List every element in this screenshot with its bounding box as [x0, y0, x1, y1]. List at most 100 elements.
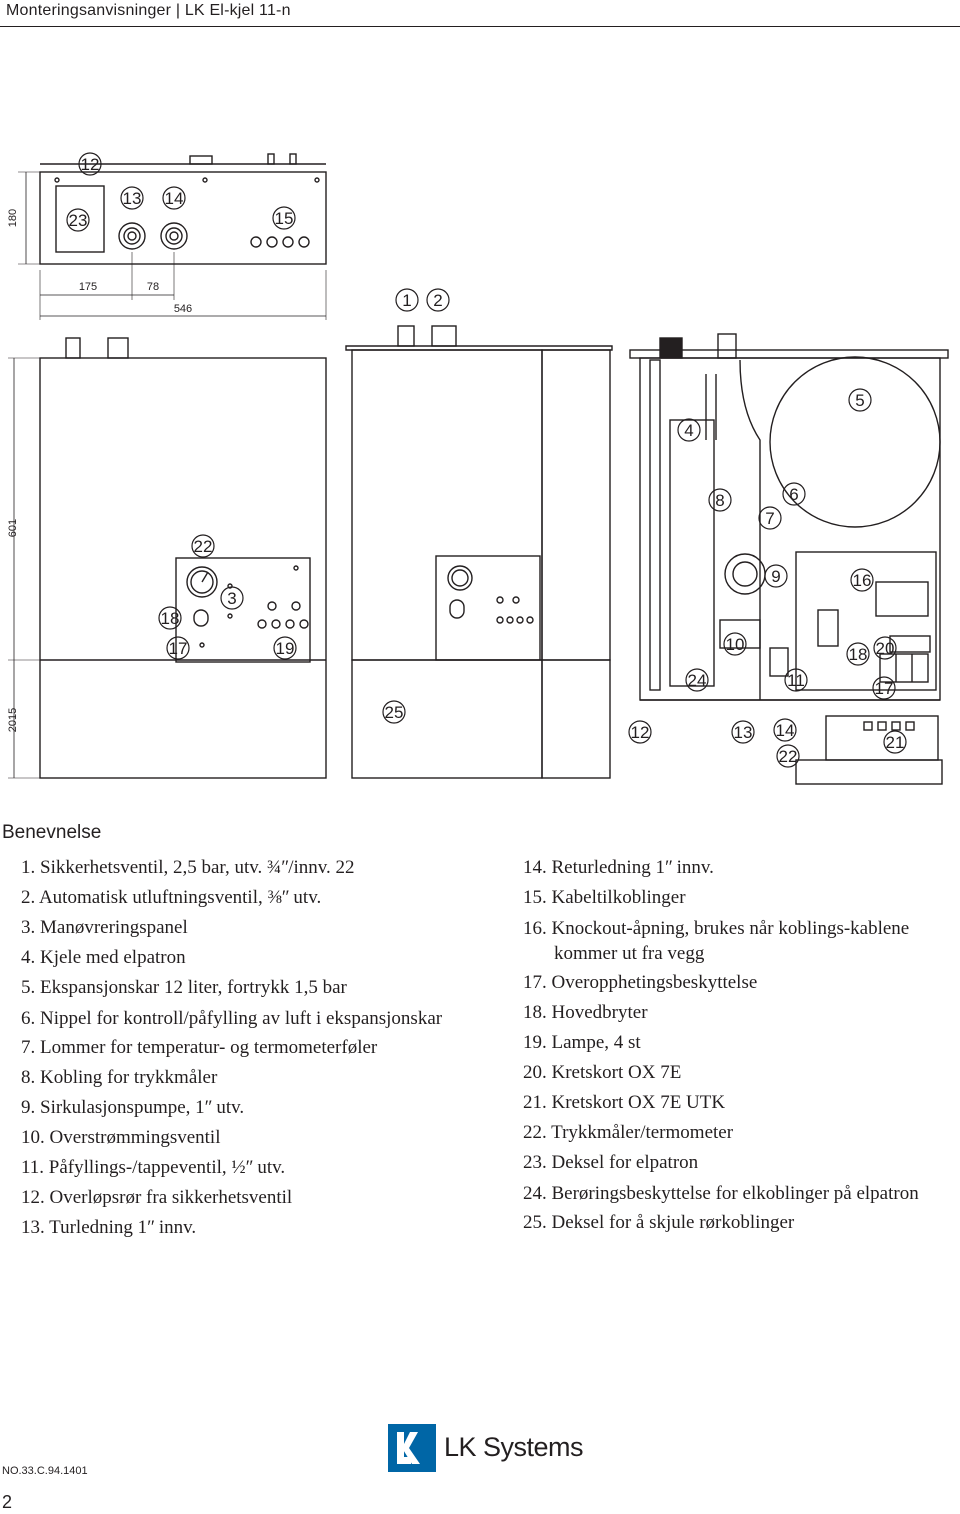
dim-offset-b: 78	[147, 281, 159, 293]
open-interior-view	[629, 333, 949, 785]
side-view	[345, 325, 613, 779]
legend-item: 6. Nippel for kontroll/påfylling av luft…	[21, 1008, 443, 1029]
header-rule	[0, 26, 960, 27]
page-header: Monteringsanvisninger | LK El-kjel 11-n	[0, 0, 960, 28]
callout-1: 1	[395, 288, 419, 312]
dim-total-height: 2015	[7, 708, 19, 732]
svg-text:12: 12	[81, 155, 100, 174]
callout-18-open: 18	[846, 642, 870, 666]
svg-text:17: 17	[875, 679, 894, 698]
dim-offset-a: 175	[79, 281, 97, 293]
callout-12-open: 12	[628, 720, 652, 744]
svg-text:21: 21	[886, 733, 905, 752]
svg-text:5: 5	[855, 391, 864, 410]
legend-item: 10. Overstrømmingsventil	[21, 1127, 221, 1148]
callout-20: 20	[873, 636, 897, 660]
svg-text:18: 18	[849, 645, 868, 664]
dim-width: 546	[174, 303, 192, 315]
callout-13-top: 13	[120, 186, 144, 210]
svg-text:22: 22	[779, 747, 798, 766]
brand-name: LK Systems	[444, 1432, 584, 1462]
legend-item: 9. Sirkulasjonspumpe, 1ʺ utv.	[21, 1097, 245, 1118]
callout-3: 3	[220, 586, 244, 610]
legend-item: 7. Lommer for temperatur- og termometerf…	[21, 1037, 378, 1058]
lk-logo-icon	[388, 1424, 436, 1472]
svg-text:13: 13	[123, 189, 142, 208]
svg-text:11: 11	[787, 671, 805, 690]
legend-item: 18. Hovedbryter	[523, 1002, 648, 1023]
svg-text:25: 25	[385, 703, 404, 722]
legend-item: 15. Kabeltilkoblinger	[523, 887, 686, 908]
legend-item: 11. Påfyllings-/tappeventil, ½ʺ utv.	[21, 1157, 286, 1178]
top-view	[18, 153, 327, 320]
callout-12-top: 12	[78, 152, 102, 176]
legend-item: 2. Automatisk utluftningsventil, ⅜ʺ utv.	[21, 887, 322, 908]
svg-text:24: 24	[688, 671, 707, 690]
callout-16: 16	[850, 568, 874, 592]
svg-text:4: 4	[684, 421, 693, 440]
callout-9: 9	[764, 564, 788, 588]
callout-19: 19	[273, 636, 297, 660]
svg-text:14: 14	[165, 189, 184, 208]
svg-text:12: 12	[631, 723, 650, 742]
legend-item: 23. Deksel for elpatron	[523, 1152, 699, 1173]
svg-text:8: 8	[715, 491, 724, 510]
svg-text:3: 3	[227, 589, 236, 608]
callout-17-front: 17	[166, 636, 190, 660]
front-view	[8, 337, 327, 779]
callout-4: 4	[677, 418, 701, 442]
svg-text:15: 15	[275, 209, 294, 228]
svg-text:20: 20	[876, 639, 895, 658]
callout-18-front: 18	[158, 606, 182, 630]
boiler-technical-drawing: 12 23 13 14 15 22 3 18 17 19 1 2 25 5 4 …	[7, 152, 949, 785]
callout-14-top: 14	[162, 186, 186, 210]
svg-text:23: 23	[69, 211, 88, 230]
callout-17-open: 17	[872, 676, 896, 700]
callout-2: 2	[426, 288, 450, 312]
legend-list-left: 1. Sikkerhetsventil, 2,5 bar, utv. ¾ʺ/in…	[10, 853, 490, 1243]
svg-text:13: 13	[734, 723, 753, 742]
legend-item: 20. Kretskort OX 7E	[523, 1062, 682, 1083]
callout-21: 21	[883, 730, 907, 754]
callout-24: 24	[685, 668, 709, 692]
callout-25: 25	[382, 700, 406, 724]
legend-item: 5. Ekspansjonskar 12 liter, fortrykk 1,5…	[21, 977, 347, 998]
legend-item: 4. Kjele med elpatron	[21, 947, 186, 968]
legend-item: 24. Berøringsbeskyttelse for elkoblinger…	[523, 1183, 919, 1204]
legend-item: 19. Lampe, 4 st	[523, 1032, 641, 1053]
legend-list-right: 14. Returledning 1ʺ innv. 15. Kabeltilko…	[512, 853, 952, 1238]
svg-text:1: 1	[402, 291, 411, 310]
callout-5: 5	[848, 388, 872, 412]
callout-22-front: 22	[191, 534, 215, 558]
svg-text:9: 9	[771, 567, 780, 586]
dimension-labels: 180 601 2015 175 78 546	[7, 209, 192, 732]
svg-text:17: 17	[169, 639, 188, 658]
callout-7: 7	[758, 506, 782, 530]
legend-item: 1. Sikkerhetsventil, 2,5 bar, utv. ¾ʺ/in…	[21, 857, 355, 878]
svg-text:22: 22	[194, 537, 213, 556]
legend-item: 3. Manøvreringspanel	[21, 917, 188, 938]
callouts: 12 23 13 14 15 22 3 18 17 19 1 2 25 5 4 …	[66, 152, 907, 768]
legend-item: 17. Overopphetingsbeskyttelse	[523, 972, 758, 993]
dim-depth: 180	[7, 209, 19, 227]
callout-6: 6	[782, 482, 806, 506]
legend-item: 22. Trykkmåler/termometer	[523, 1122, 734, 1143]
svg-text:18: 18	[161, 609, 180, 628]
legend-item: 16. Knockout-åpning, brukes når koblings…	[523, 918, 910, 964]
callout-15: 15	[272, 206, 296, 230]
legend-item: 14. Returledning 1ʺ innv.	[523, 857, 714, 878]
svg-text:16: 16	[853, 571, 872, 590]
legend-item: 13. Turledning 1ʺ innv.	[21, 1217, 197, 1238]
document-number: NO.33.C.94.1401	[2, 1465, 88, 1477]
svg-text:2: 2	[433, 291, 442, 310]
svg-text:19: 19	[276, 639, 295, 658]
svg-text:10: 10	[726, 635, 745, 654]
svg-text:7: 7	[765, 509, 774, 528]
page-number: 2	[2, 1492, 13, 1512]
svg-text:6: 6	[789, 485, 798, 504]
legend-item: 25. Deksel for å skjule rørkoblinger	[523, 1212, 795, 1233]
callout-11: 11	[784, 668, 808, 692]
svg-text:14: 14	[776, 721, 795, 740]
callout-10: 10	[723, 632, 747, 656]
callout-14-open: 14	[773, 718, 797, 742]
